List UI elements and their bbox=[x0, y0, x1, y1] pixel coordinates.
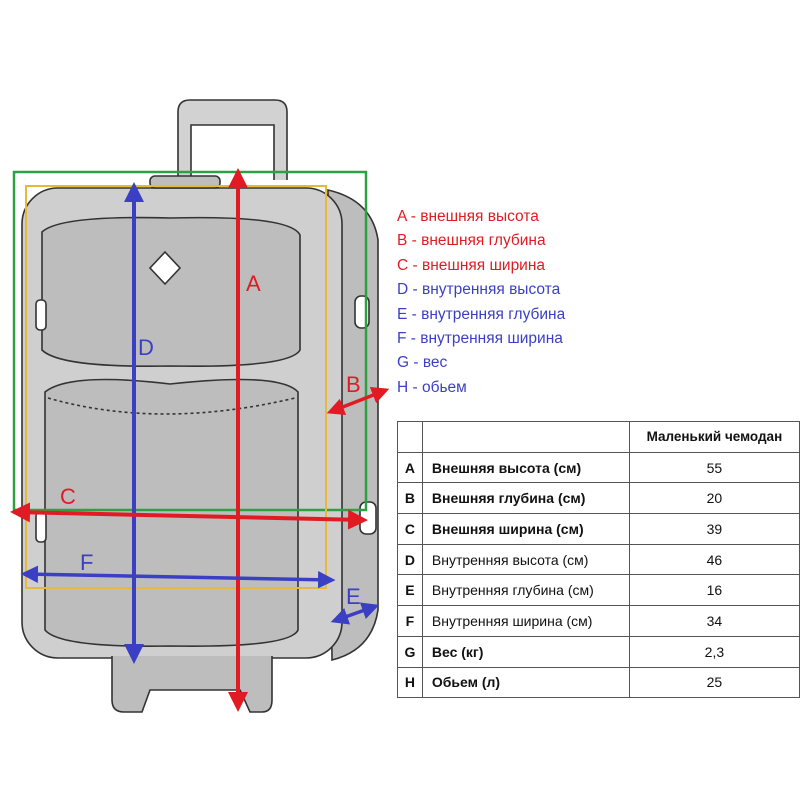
legend-item-g: G - вес bbox=[397, 354, 448, 372]
row-value: 55 bbox=[628, 451, 800, 484]
table-header-empty bbox=[421, 421, 630, 453]
table-row: E Внутренняя глубина (см) 16 bbox=[397, 574, 800, 607]
dimension-label-f: F bbox=[80, 550, 93, 575]
wheel-base bbox=[111, 656, 273, 713]
legend-item-h: H - обьем bbox=[397, 378, 467, 396]
row-value: 39 bbox=[628, 513, 800, 545]
row-name: Вес (кг) bbox=[421, 635, 630, 668]
row-name: Внешняя высота (см) bbox=[421, 451, 630, 484]
dimension-arrow-c bbox=[10, 502, 368, 530]
row-letter: A bbox=[397, 451, 423, 484]
top-pocket bbox=[41, 216, 301, 367]
table-header-small-suitcase: Маленький чемодан bbox=[628, 421, 800, 453]
dimension-label-d: D bbox=[138, 335, 154, 360]
table-row: C Внешняя ширина (см) 39 bbox=[397, 513, 800, 545]
table-row: A Внешняя высота (см) 55 bbox=[397, 451, 800, 484]
row-letter: B bbox=[397, 482, 423, 515]
row-value: 20 bbox=[628, 482, 800, 515]
dimension-arrow-f bbox=[20, 565, 336, 589]
dimension-arrow-e bbox=[330, 602, 380, 625]
legend-item-e: E - внутренняя глубина bbox=[397, 305, 566, 323]
row-letter: H bbox=[397, 666, 423, 699]
row-value: 34 bbox=[628, 605, 800, 637]
row-letter: F bbox=[397, 605, 423, 637]
table-header-empty bbox=[397, 421, 423, 453]
dimension-label-e: E bbox=[346, 584, 361, 609]
row-name: Обьем (л) bbox=[421, 666, 630, 699]
legend-item-f: F - внутренняя ширина bbox=[397, 330, 563, 348]
row-name: Внутренняя ширина (см) bbox=[421, 605, 630, 637]
table-row: B Внешняя глубина (см) 20 bbox=[397, 482, 800, 515]
row-letter: E bbox=[397, 574, 423, 607]
legend-item-a: A - внешняя высота bbox=[397, 208, 539, 225]
dimension-label-c: C bbox=[60, 484, 76, 509]
row-name: Внутренняя глубина (см) bbox=[421, 574, 630, 607]
row-name: Внешняя ширина (см) bbox=[421, 513, 630, 545]
legend-item-c: C - внешняя ширина bbox=[397, 256, 546, 274]
row-value: 2,3 bbox=[628, 635, 800, 668]
legend-item-d: D - внутренняя высота bbox=[397, 281, 561, 299]
suitcase-illustration bbox=[21, 99, 379, 713]
specs-table: Маленький чемодан A Внешняя высота (см) … bbox=[397, 421, 800, 699]
row-letter: C bbox=[397, 513, 423, 545]
dimension-arrow-b bbox=[326, 386, 390, 416]
row-name: Внешняя глубина (см) bbox=[421, 482, 630, 515]
row-value: 46 bbox=[628, 543, 800, 576]
table-row: F Внутренняя ширина (см) 34 bbox=[397, 605, 800, 637]
legend-item-b: B - внешняя глубина bbox=[397, 232, 546, 250]
row-value: 16 bbox=[628, 574, 800, 607]
table-row: G Вес (кг) 2,3 bbox=[397, 635, 800, 668]
dimension-legend: A - внешняя высота B - внешняя глубина C… bbox=[397, 205, 565, 400]
row-value: 25 bbox=[628, 666, 800, 699]
row-letter: G bbox=[397, 635, 423, 668]
table-header-row: Маленький чемодан bbox=[397, 421, 800, 453]
table-row: H Обьем (л) 25 bbox=[397, 666, 800, 699]
table-row: D Внутренняя высота (см) 46 bbox=[397, 543, 800, 576]
row-name: Внутренняя высота (см) bbox=[421, 543, 630, 576]
row-letter: D bbox=[397, 543, 423, 576]
brand-logo-icon bbox=[148, 250, 182, 286]
dimension-label-a: A bbox=[246, 271, 261, 296]
dimension-label-b: B bbox=[346, 372, 361, 397]
